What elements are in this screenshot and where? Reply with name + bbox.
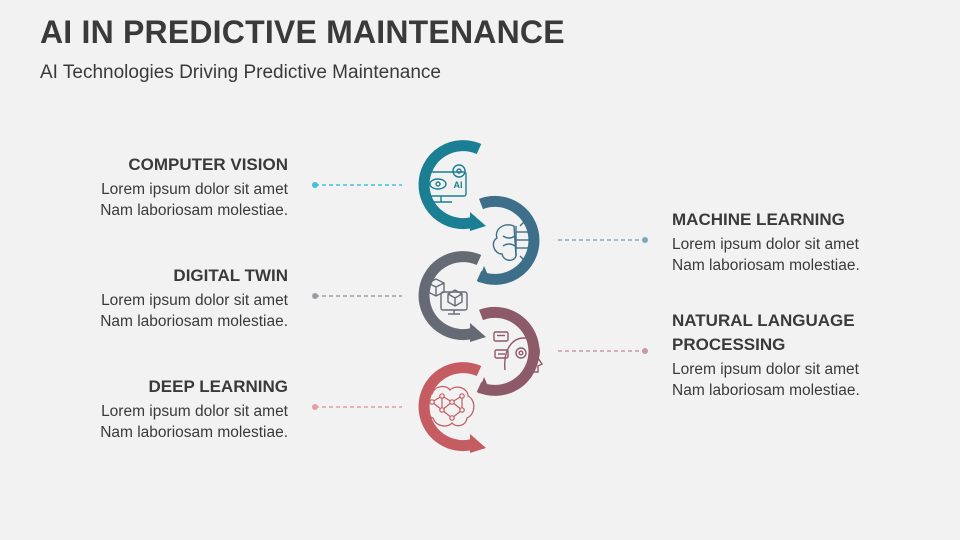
connector-deep-learning [312,404,402,410]
item-deep-learning: DEEP LEARNING Lorem ipsum dolor sit amet… [0,375,288,443]
page-title: AI IN PREDICTIVE MAINTENANCE [40,14,565,50]
neural-brain-icon [424,385,475,427]
item-computer-vision: COMPUTER VISION Lorem ipsum dolor sit am… [0,153,288,221]
head-gear-chat-icon [493,331,544,378]
item-natural-language-processing: NATURAL LANGUAGE PROCESSING Lorem ipsum … [672,309,932,401]
item-title: DIGITAL TWIN [173,266,288,285]
item-body: Lorem ipsum dolor sit amet Nam laboriosa… [100,403,288,441]
brain-circuit-icon [492,219,537,263]
item-body: Lorem ipsum dolor sit amet Nam laboriosa… [100,292,288,330]
connector-machine-learning [558,237,648,243]
ring-computer-vision [418,140,486,231]
connector-nlp [558,348,648,354]
item-title: MACHINE LEARNING [672,210,845,229]
page-subtitle: AI Technologies Driving Predictive Maint… [40,62,441,83]
item-body: Lorem ipsum dolor sit amet Nam laboriosa… [100,181,288,219]
connector-computer-vision [312,182,402,188]
item-digital-twin: DIGITAL TWIN Lorem ipsum dolor sit amet … [0,264,288,332]
item-body: Lorem ipsum dolor sit amet Nam laboriosa… [672,236,860,274]
item-title: COMPUTER VISION [128,155,288,174]
item-machine-learning: MACHINE LEARNING Lorem ipsum dolor sit a… [672,208,932,276]
ring-nlp [476,306,540,396]
item-body: Lorem ipsum dolor sit amet Nam laboriosa… [672,361,860,399]
connector-digital-twin [312,293,402,299]
digital-twin-icon [427,278,468,315]
item-title: DEEP LEARNING [148,377,289,396]
ring-digital-twin [418,251,486,342]
computer-vision-icon-label: AI [454,180,463,190]
item-title: NATURAL LANGUAGE PROCESSING [672,311,855,354]
computer-vision-icon [425,164,467,203]
ring-deep-learning [418,362,486,453]
ring-machine-learning [476,195,540,285]
